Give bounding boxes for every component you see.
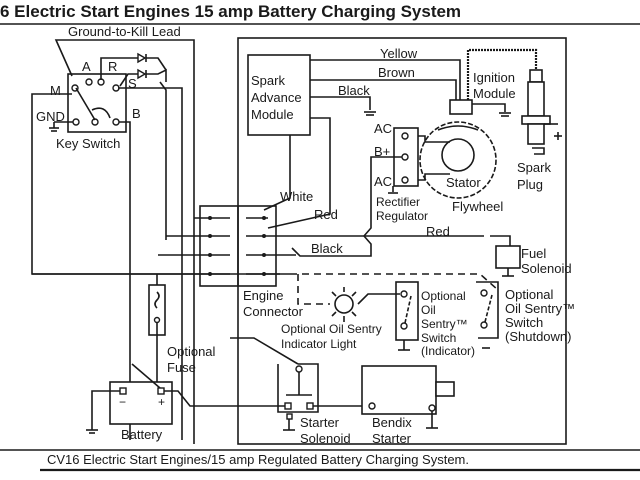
spark-advance-label-2: Advance — [251, 90, 302, 105]
ground-to-kill-label: Ground-to-Kill Lead — [68, 24, 181, 39]
oil-shutdown-label-3: Switch — [505, 315, 543, 330]
terminal-m-label: M — [50, 83, 61, 98]
indicator-light-icon — [331, 287, 357, 322]
battery-label: Battery — [121, 427, 163, 442]
terminal-gnd-label: GND — [36, 109, 65, 124]
terminal-b-label: B — [132, 106, 141, 121]
starter-solenoid-label-2: Solenoid — [300, 431, 351, 446]
battery-minus-label: − — [119, 395, 126, 409]
spark-plug-label-2: Plug — [517, 177, 543, 192]
spark-advance-label-3: Module — [251, 107, 294, 122]
bendix-label-2: Starter — [372, 431, 412, 446]
diagram-title: 6 Electric Start Engines 15 amp Battery … — [0, 2, 461, 21]
oil-indicator-label-3: Sentry™ — [421, 317, 468, 331]
fuel-label-1: Fuel — [521, 246, 546, 261]
oil-light-label-2: Indicator Light — [281, 337, 357, 351]
connector-pins — [32, 216, 296, 276]
oil-shutdown-label-2: Oil Sentry™ — [505, 301, 575, 316]
oil-sentry-indicator-switch — [395, 281, 419, 341]
oil-light-label-1: Optional Oil Sentry — [281, 322, 382, 336]
fuse-label-2: Fuse — [167, 360, 196, 375]
oil-sentry-shutdown-wire — [290, 273, 499, 291]
spark-advance-module — [247, 54, 311, 136]
brown-wire — [310, 79, 457, 102]
red-label-2: Red — [426, 224, 450, 239]
white-label: White — [280, 189, 313, 204]
oil-indicator-wire — [297, 274, 330, 305]
spark-plug-icon — [521, 69, 562, 155]
spark-plug-lead — [466, 48, 538, 100]
red-label-1: Red — [314, 207, 338, 222]
s-terminal-wire — [118, 87, 183, 440]
oil-indicator-label-1: Optional — [421, 289, 466, 303]
terminal-a-label: A — [82, 59, 91, 74]
ignition-label-1: Ignition — [473, 70, 515, 85]
stator-label: Stator — [446, 175, 481, 190]
engine-connector-label-1: Engine — [243, 288, 283, 303]
b-terminal-wire — [119, 121, 131, 440]
fuse-label-1: Optional — [167, 344, 216, 359]
m-terminal-wire — [31, 93, 280, 275]
red-spark-wire — [267, 117, 331, 229]
r-terminal-wire — [159, 81, 167, 240]
oil-indicator-label-5: (Indicator) — [421, 344, 475, 358]
starter-solenoid — [277, 363, 319, 413]
b-plus-label: B+ — [374, 144, 390, 159]
starter-solenoid-label-1: Starter — [300, 415, 340, 430]
yellow-wire — [310, 59, 461, 102]
b-plus-wire — [291, 156, 402, 257]
black-top-label: Black — [338, 83, 370, 98]
battery-starter-cable — [164, 390, 288, 407]
battery-plus-label: + — [158, 395, 165, 409]
bendix-label-1: Bendix — [372, 415, 412, 430]
oil-shutdown-label-1: Optional — [505, 287, 554, 302]
engine-connector-label-2: Connector — [243, 304, 304, 319]
ground-to-kill-wire — [54, 39, 195, 444]
oil-shutdown-label-4: (Shutdown) — [505, 329, 571, 344]
terminal-r-label: R — [108, 59, 117, 74]
fuel-label-2: Solenoid — [521, 261, 572, 276]
ignition-label-2: Module — [473, 86, 516, 101]
black-ground-wire — [310, 96, 371, 110]
ground-symbol — [49, 121, 73, 132]
brown-label: Brown — [378, 65, 415, 80]
rectifier-label-2: Regulator — [376, 209, 428, 223]
key-switch: A R M S GND B Key Switch — [36, 59, 141, 151]
flywheel-label: Flywheel — [452, 199, 503, 214]
terminal-s-label: S — [128, 76, 137, 91]
oil-indicator-label-4: Switch — [421, 331, 456, 345]
fuel-solenoid — [495, 245, 521, 269]
oil-indicator-label-2: Oil — [421, 303, 436, 317]
key-switch-label: Key Switch — [56, 136, 120, 151]
black-mid-label: Black — [311, 241, 343, 256]
spark-plug-label-1: Spark — [517, 160, 551, 175]
oil-sentry-shutdown-switch — [476, 281, 499, 339]
figure-caption: CV16 Electric Start Engines/15 amp Regul… — [47, 452, 469, 467]
ignition-module — [449, 99, 473, 115]
rectifier-label-1: Rectifier — [376, 195, 420, 209]
diode-icon — [100, 52, 167, 87]
ac-bottom-label: AC — [374, 174, 392, 189]
yellow-label: Yellow — [380, 46, 418, 61]
spark-advance-label-1: Spark — [251, 73, 285, 88]
ac-top-label: AC — [374, 121, 392, 136]
flywheel-icon — [419, 121, 497, 199]
stator-icon — [441, 138, 475, 172]
